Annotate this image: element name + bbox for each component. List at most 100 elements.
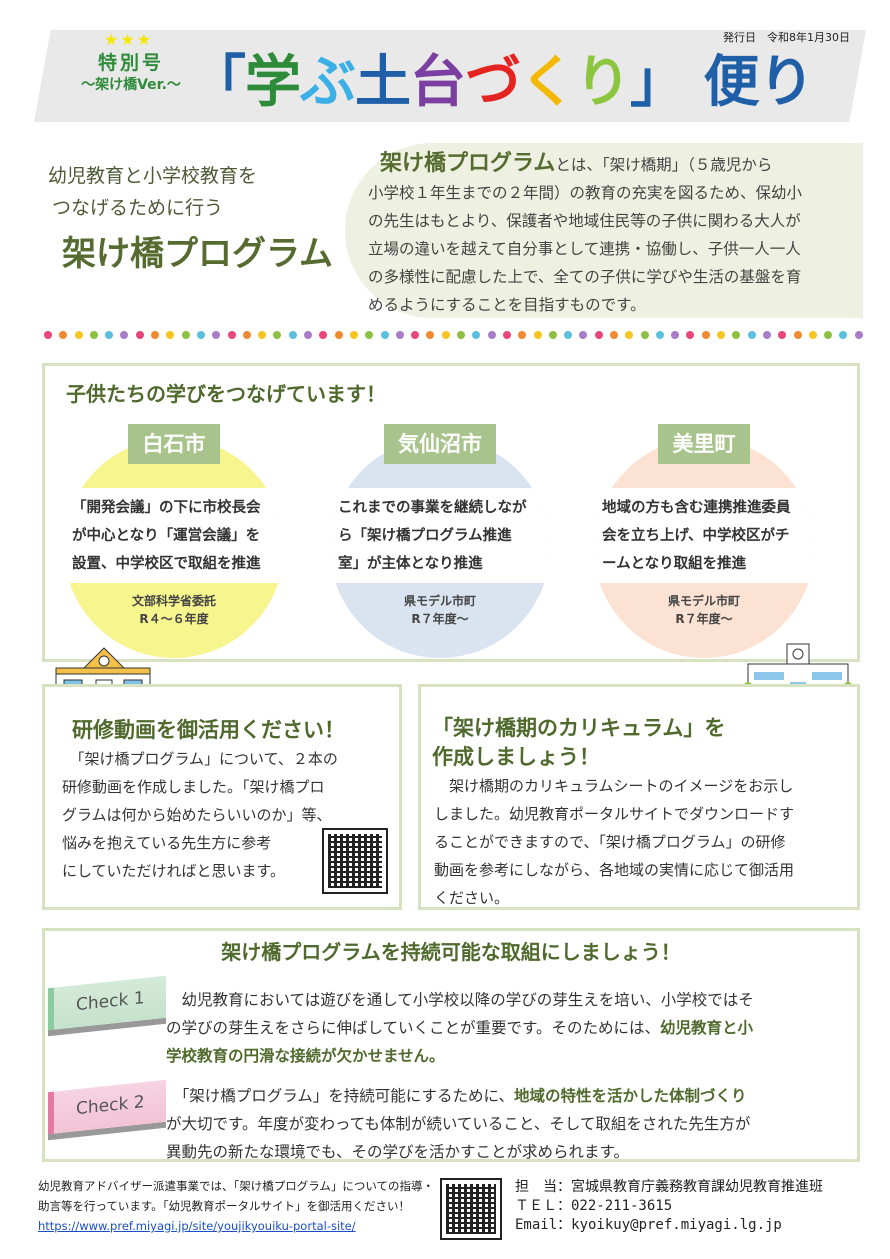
definition-panel xyxy=(345,143,863,318)
divider-dot xyxy=(166,331,175,339)
text-line: ら「架け橋プログラム推進 xyxy=(338,528,512,544)
divider-dot xyxy=(548,331,557,339)
divider-dot xyxy=(288,331,297,339)
special-edition-label: 特別号 ～架け橋Ver.～ xyxy=(66,52,196,96)
video-text: 「架け橋プログラム」について、２本の研修動画を作成しました。「架け橋プログラムは… xyxy=(62,745,392,885)
check2-line1: 「架け橋プログラム」を持続可能にするために、 xyxy=(166,1087,514,1105)
masthead-banner xyxy=(34,30,866,122)
divider-dot xyxy=(273,331,282,339)
city-period: R７年度～ xyxy=(675,612,733,626)
check1-line2: の学びの芽生えをさらに伸ばしていくことが重要です。そのためには、 xyxy=(166,1019,660,1037)
check2-line3: 異動先の新たな環境でも、その学びを活かすことが求められます。 xyxy=(166,1143,629,1161)
divider-dot xyxy=(44,331,52,339)
divider-dot xyxy=(334,331,343,339)
city-program-type: 県モデル市町 xyxy=(403,594,476,608)
contact-phone: ＴＥＬ：022-211-3615 xyxy=(515,1198,673,1214)
portal-qr-code[interactable] xyxy=(440,1178,502,1240)
text-line: 室」が主体となり推進 xyxy=(338,556,483,572)
dot-divider xyxy=(44,331,863,339)
divider-dot xyxy=(426,331,435,339)
special-line1: 特別号 xyxy=(97,52,164,74)
city-description: 「開発会議」の下に市校長会が中心となり「運営会議」を設置、中学校区で取組を推進 xyxy=(72,494,292,578)
city-text-band xyxy=(64,488,284,583)
check2-line2: が大切です。年度が変わっても体制が続いていること、そして取組をされた先生方が xyxy=(166,1115,751,1133)
divider-dot xyxy=(411,331,420,339)
footer-line2: 助言等を行っています。「幼児教育ポータルサイト」を御活用ください！ xyxy=(38,1199,411,1213)
text-line: 「開発会議」の下に市校長会 xyxy=(72,500,261,516)
curriculum-heading-line1: 「架け橋期のカリキュラム」を xyxy=(432,716,726,740)
text-line: ることができますので、「架け橋プログラム」の研修 xyxy=(434,833,786,851)
divider-dot xyxy=(671,331,680,339)
text-line: 地域の方も含む連携推進委員 xyxy=(602,500,791,516)
divider-dot xyxy=(808,331,817,339)
text-line: 架け橋期のカリキュラムシートのイメージをお示し xyxy=(434,777,794,795)
divider-dot xyxy=(824,331,833,339)
cities-heading: 子供たちの学びをつなげています！ xyxy=(66,382,386,406)
city-period: R７年度～ xyxy=(411,612,469,626)
text-line: しました。幼児教育ポータルサイトでダウンロードす xyxy=(434,805,795,823)
city-text-band xyxy=(330,488,550,583)
title-char: ぶ xyxy=(300,50,356,115)
title-char: く xyxy=(520,50,576,115)
special-line2: ～架け橋Ver.～ xyxy=(81,77,181,93)
text-line: めるようにすることを目指すものです。 xyxy=(368,296,646,314)
text-line: 「架け橋プログラム」について、２本の xyxy=(62,750,338,768)
definition-lead-rest: とは、「架け橋期」（５歳児から xyxy=(555,156,773,174)
text-line: 設置、中学校区で取組を推進 xyxy=(72,556,261,572)
title-char: 便り xyxy=(685,50,814,115)
program-name: 架け橋プログラム xyxy=(62,234,333,274)
video-heading: 研修動画を御活用ください！ xyxy=(72,718,345,742)
intro-line1: 幼児教育と小学校教育を xyxy=(48,165,258,187)
intro-caption: 幼児教育と小学校教育を つなげるために行う xyxy=(48,160,257,224)
divider-dot xyxy=(594,331,603,339)
divider-dot xyxy=(487,331,496,339)
divider-dot xyxy=(655,331,664,339)
city-name-label: 気仙沼市 xyxy=(384,424,496,464)
divider-dot xyxy=(89,331,98,339)
video-qr-code[interactable] xyxy=(322,828,388,894)
title-char: 土 xyxy=(355,50,411,115)
definition-lead: 架け橋プログラム xyxy=(380,151,556,176)
divider-dot xyxy=(227,331,236,339)
curriculum-heading-line2: 作成しましょう！ xyxy=(432,745,600,769)
divider-dot xyxy=(196,331,205,339)
divider-dot xyxy=(74,331,83,339)
divider-dot xyxy=(304,331,313,339)
divider-dot xyxy=(105,331,114,339)
city-program-type: 文部科学省委託 xyxy=(131,594,216,608)
city-description: これまでの事業を継続しながら「架け橋プログラム推進室」が主体となり推進 xyxy=(338,494,558,578)
city-program-period: 県モデル市町 R７年度～ xyxy=(330,592,550,628)
text-line: の先生はもとより、保護者や地域住民等の子供に関わる大人が xyxy=(368,212,801,230)
title-char: づ xyxy=(465,50,521,115)
divider-dot xyxy=(717,331,726,339)
text-line: ください。 xyxy=(434,889,510,907)
check1-text: 幼児教育においては遊びを通して小学校以降の学びの芽生えを培い、小学校ではそ の学… xyxy=(166,986,856,1070)
curriculum-heading: 「架け橋期のカリキュラム」を 作成しましょう！ xyxy=(432,714,725,772)
divider-dot xyxy=(839,331,848,339)
divider-dot xyxy=(151,331,160,339)
city-circle xyxy=(330,438,550,658)
divider-dot xyxy=(793,331,802,339)
portal-site-link[interactable]: https://www.pref.miyagi.jp/site/youjikyo… xyxy=(38,1219,356,1233)
divider-dot xyxy=(212,331,221,339)
divider-dot xyxy=(120,331,129,339)
check2-text: 「架け橋プログラム」を持続可能にするために、地域の特性を活かした体制づくり が大… xyxy=(166,1082,856,1166)
divider-dot xyxy=(457,331,466,339)
city-program-period: 文部科学省委託 R４～６年度 xyxy=(64,592,284,628)
title-char: 学 xyxy=(245,50,301,115)
title-char: り xyxy=(575,50,631,115)
divider-dot xyxy=(319,331,328,339)
divider-dot xyxy=(258,331,267,339)
city-period: R４～６年度 xyxy=(139,612,209,626)
divider-dot xyxy=(854,331,863,339)
divider-dot xyxy=(732,331,741,339)
divider-dot xyxy=(181,331,190,339)
city-description: 地域の方も含む連携推進委員会を立ち上げ、中学校区がチームとなり取組を推進 xyxy=(602,494,822,578)
title-char: 「 xyxy=(190,50,246,115)
divider-dot xyxy=(564,331,573,339)
divider-dot xyxy=(441,331,450,339)
divider-dot xyxy=(747,331,756,339)
divider-dot xyxy=(625,331,634,339)
divider-dot xyxy=(686,331,695,339)
city-name-label: 美里町 xyxy=(658,424,750,464)
